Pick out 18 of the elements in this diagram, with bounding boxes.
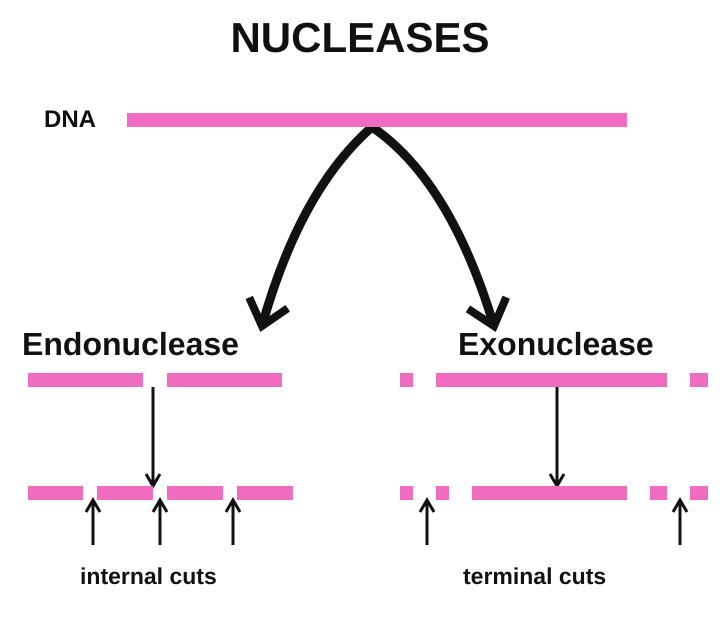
cut-site-arrow	[672, 498, 688, 545]
cut-type-label: terminal cuts	[463, 563, 606, 590]
arrow	[144, 387, 162, 488]
cut-site-arrow	[224, 498, 242, 545]
dna-strand	[127, 113, 627, 127]
cut-type-label: internal cuts	[80, 563, 217, 590]
cut-site-arrow	[152, 498, 168, 545]
title: NUCLEASES	[229, 14, 491, 62]
arrow	[548, 387, 566, 488]
enzyme-heading: Endonuclease	[22, 326, 239, 362]
enzyme-heading: Exonuclease	[458, 326, 654, 362]
cut-site-arrow	[84, 498, 102, 545]
strand-label: DNA	[44, 106, 96, 134]
dna-strand	[28, 373, 282, 387]
dna-strand	[400, 373, 708, 387]
dna-strand	[28, 486, 293, 500]
cut-site-arrow	[418, 498, 436, 545]
dna-strand	[400, 486, 708, 500]
